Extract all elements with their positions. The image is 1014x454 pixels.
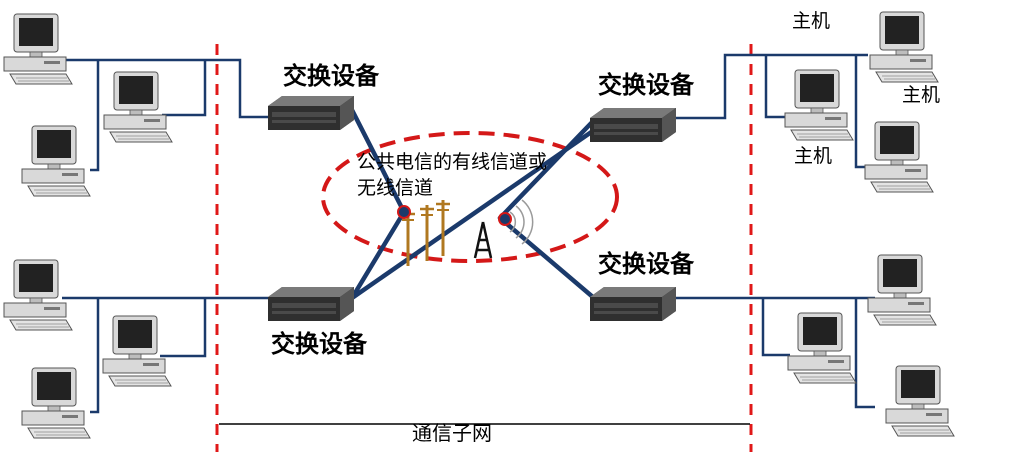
host-label-1: 主机: [792, 10, 830, 32]
switch-label-bottom-left: 交换设备: [271, 330, 368, 358]
desktop-computer-icon: [102, 315, 172, 387]
desktop-computer-icon: [869, 11, 939, 83]
links: [62, 53, 875, 414]
switch-label-top-right: 交换设备: [598, 71, 695, 99]
channel-label-line2: 无线信道: [357, 177, 433, 199]
network-switch-icon: [590, 108, 676, 142]
subnet-label: 通信子网: [412, 421, 492, 445]
desktop-computer-icon: [103, 71, 173, 143]
channel-node-wired: [397, 205, 411, 219]
trunk-links: [349, 107, 603, 301]
desktop-computer-icon: [21, 367, 91, 439]
desktop-computer-icon: [787, 312, 857, 384]
desktop-computer-icon: [21, 125, 91, 197]
desktop-computer-icon: [3, 259, 73, 331]
host-label-3: 主机: [794, 145, 832, 167]
desktop-computer-icon: [864, 121, 934, 193]
host-label-2: 主机: [902, 84, 940, 106]
network-switch-icon: [268, 287, 354, 321]
channel-ellipse: [321, 131, 619, 263]
desktop-computer-icon: [784, 69, 854, 141]
desktop-computer-icon: [885, 365, 955, 437]
switch-label-top-left: 交换设备: [283, 62, 380, 90]
switch-label-bottom-right: 交换设备: [598, 250, 695, 278]
desktop-computer-icon: [867, 254, 937, 326]
network-switch-icon: [590, 287, 676, 321]
radio-tower-icon: [473, 199, 534, 259]
desktop-computer-icon: [3, 13, 73, 85]
channel-label-line1: 公共电信的有线信道或: [357, 151, 547, 173]
channel-node-wireless: [498, 212, 512, 226]
network-switch-icon: [268, 96, 354, 130]
